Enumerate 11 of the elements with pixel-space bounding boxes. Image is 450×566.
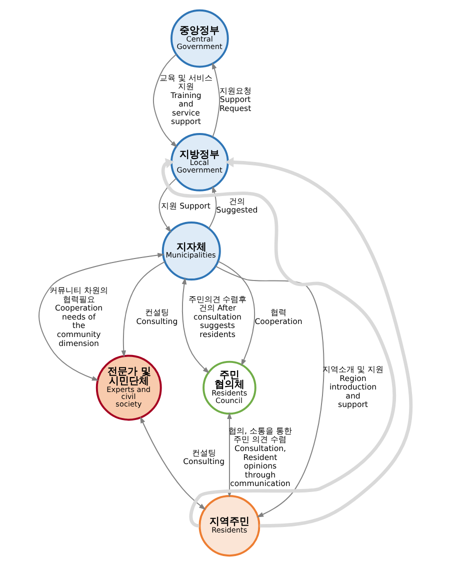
arrow [182,277,210,374]
arrow [140,416,206,510]
arrow [217,260,256,366]
arrow [212,62,220,138]
arrow [121,261,166,358]
arrow [158,178,177,233]
arrow [38,252,165,381]
arrow [215,266,324,518]
arrow [162,158,396,528]
arrow [208,186,217,229]
arrow [152,54,178,148]
